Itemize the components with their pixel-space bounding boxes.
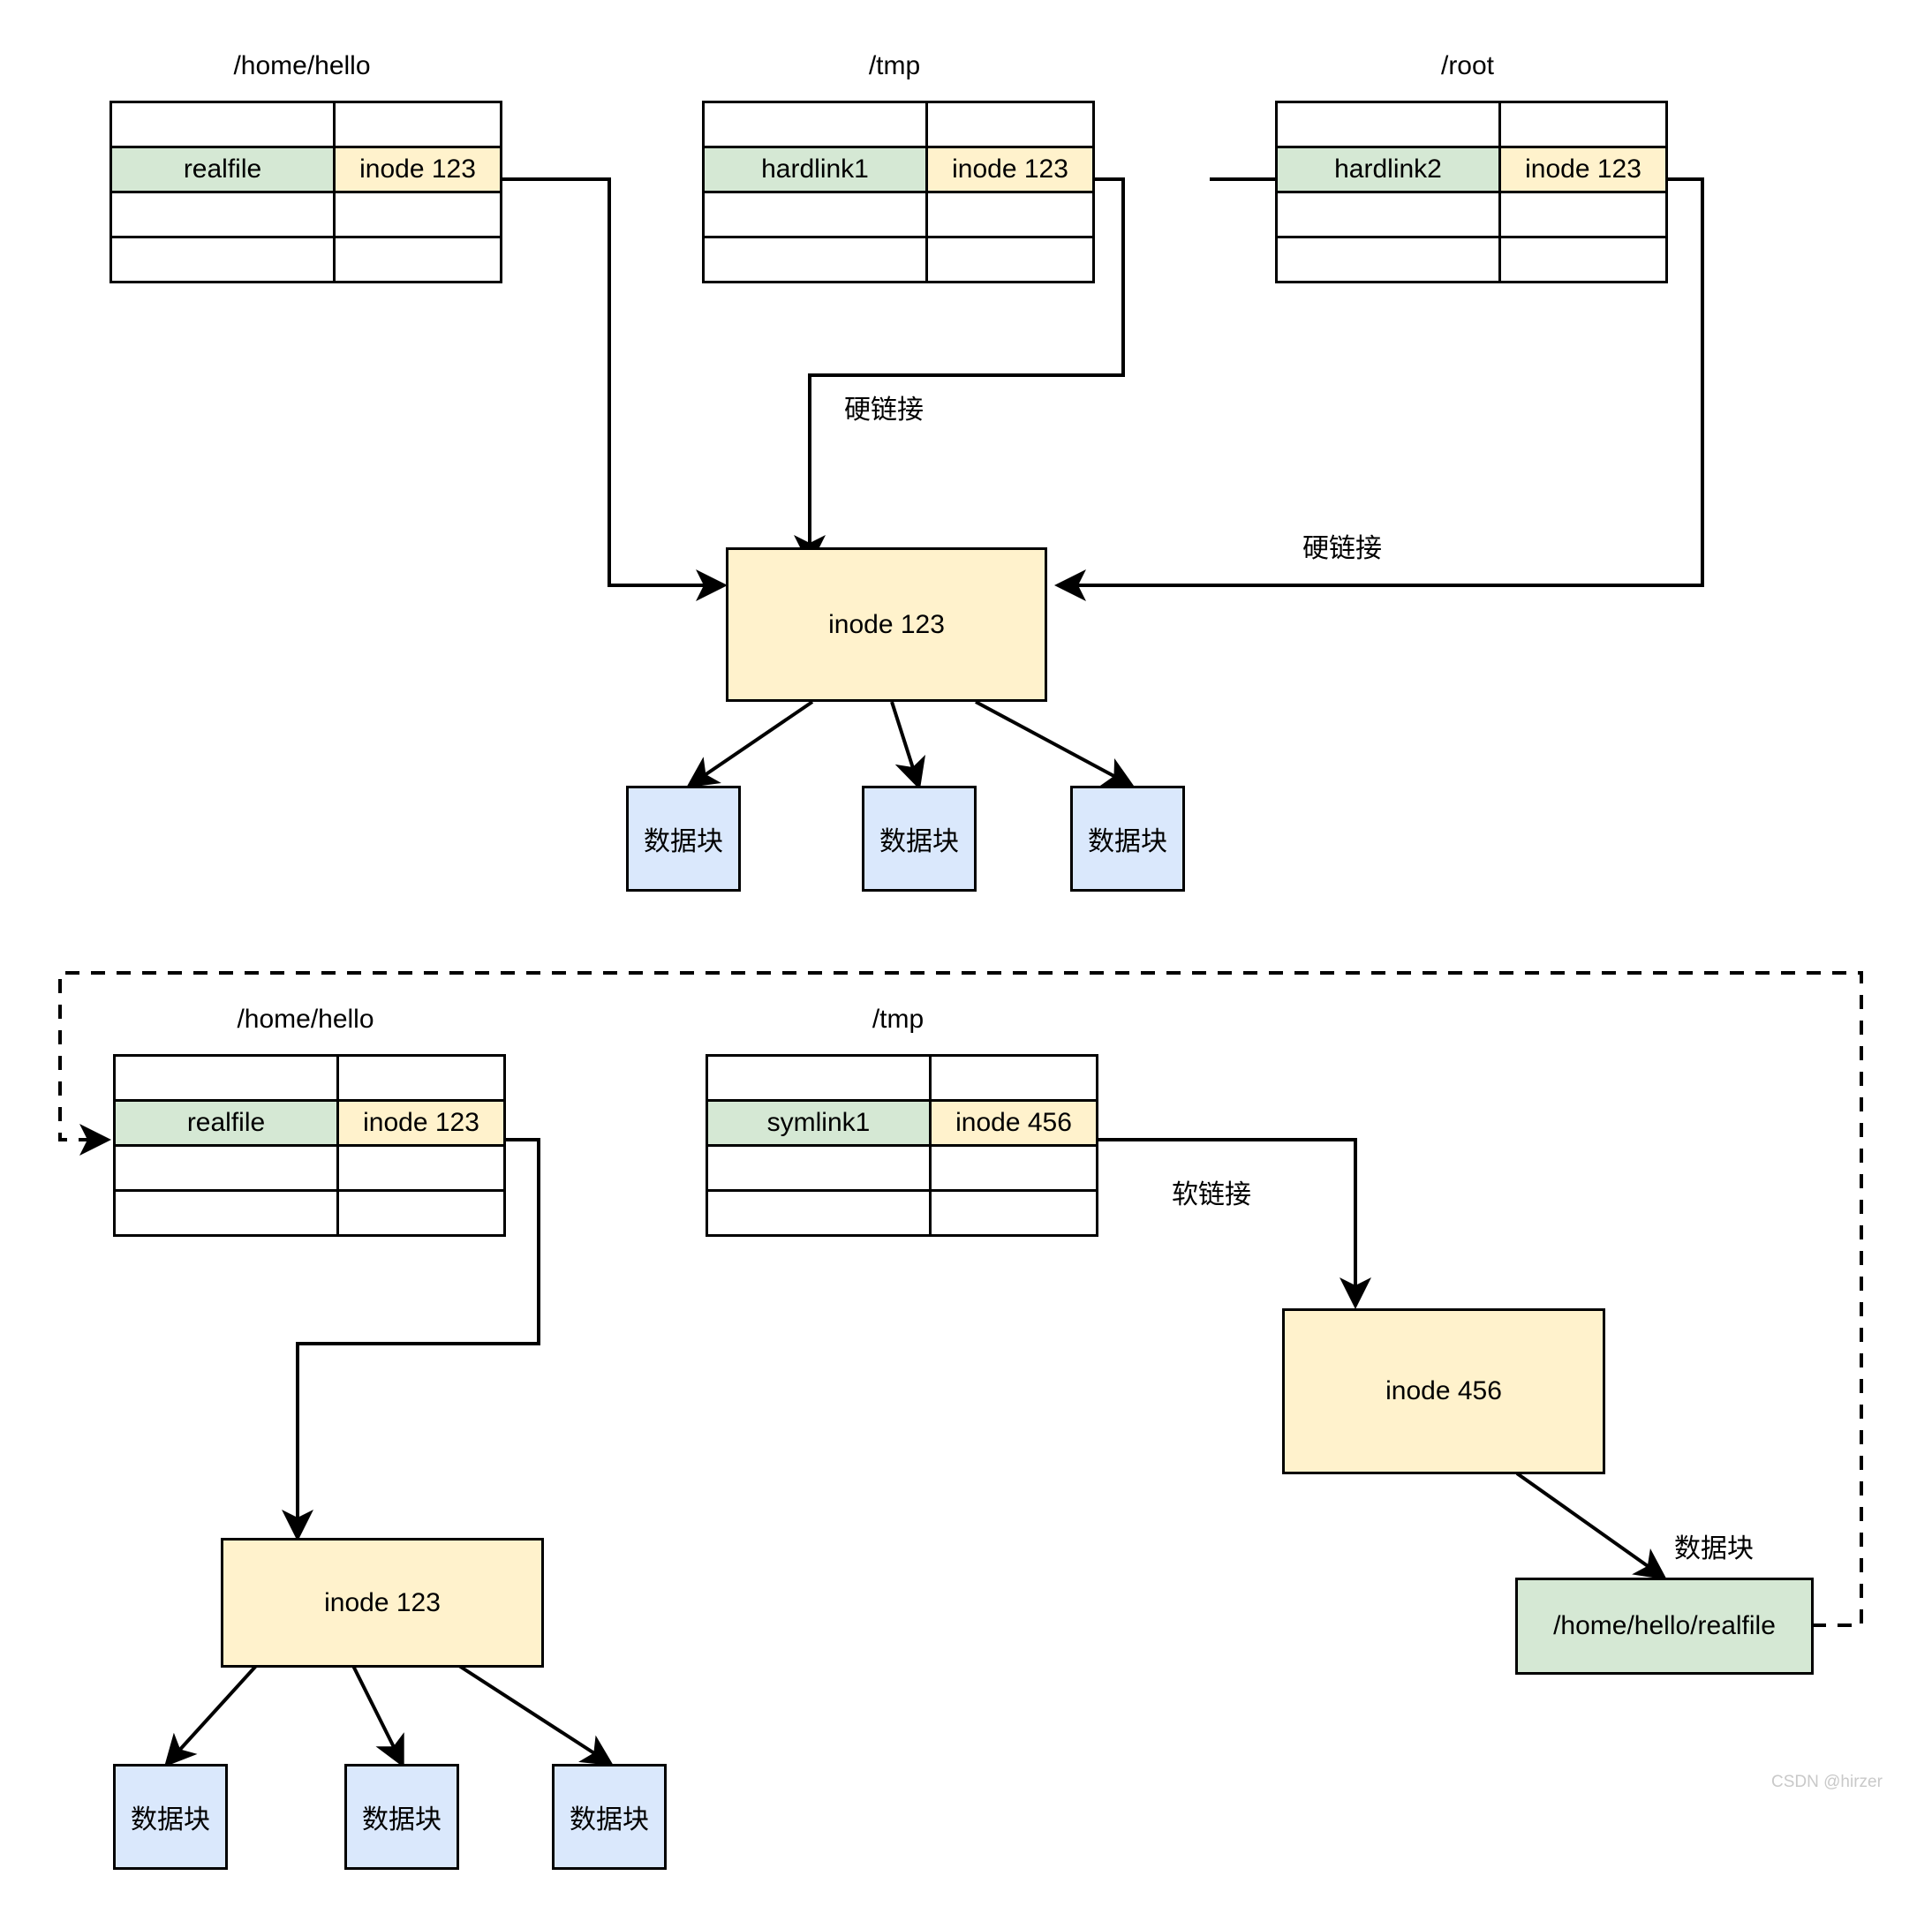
directory-table: realfile inode 123 [113,1054,506,1237]
cell-name: symlink1 [706,1099,932,1147]
table-row[interactable] [706,1144,1098,1192]
cell-inode: inode 123 [336,1099,506,1147]
cell-name [706,1189,932,1237]
edge-label-data-block: 数据块 [1674,1534,1754,1563]
cell-inode [929,1189,1098,1237]
cell-name [1275,101,1501,148]
table-row[interactable]: hardlink1 inode 123 [702,146,1095,193]
table-row[interactable] [706,1189,1098,1237]
table-row[interactable] [706,1054,1098,1102]
table-row[interactable] [109,236,502,283]
cell-inode [333,236,502,283]
inode-box-123-bottom[interactable]: inode 123 [221,1538,544,1668]
table-row[interactable] [702,191,1095,238]
cell-name [113,1144,339,1192]
watermark: CSDN @hirzer [1771,1773,1883,1791]
edge-inode-to-datablocks-top [686,700,1136,790]
cell-name: realfile [109,146,336,193]
table-row[interactable]: realfile inode 123 [109,146,502,193]
cell-name [113,1189,339,1237]
table-row[interactable] [109,191,502,238]
cell-name: hardlink2 [1275,146,1501,193]
table-row[interactable] [702,236,1095,283]
directory-table: symlink1 inode 456 [706,1054,1098,1237]
cell-inode [336,1054,506,1102]
cell-name [1275,236,1501,283]
directory-table: realfile inode 123 [109,101,502,283]
cell-inode [333,101,502,148]
data-block[interactable]: 数据块 [344,1764,459,1870]
table-row[interactable] [109,101,502,148]
directory-title: /tmp [868,51,921,80]
cell-name [109,236,336,283]
cell-name [109,101,336,148]
cell-name [702,191,928,238]
cell-name [113,1054,339,1102]
cell-inode: inode 123 [1498,146,1668,193]
cell-inode [925,236,1095,283]
cell-inode [1498,101,1668,148]
cell-name [1275,191,1501,238]
table-row[interactable] [113,1189,506,1237]
cell-inode [333,191,502,238]
cell-name: hardlink1 [702,146,928,193]
cell-name [702,236,928,283]
table-row[interactable] [113,1054,506,1102]
edge-symlink1-to-inode456 [1068,1138,1371,1309]
directory-title: /home/hello [233,51,371,80]
table-row[interactable] [702,101,1095,148]
table-row[interactable]: realfile inode 123 [113,1099,506,1147]
data-block[interactable]: 数据块 [862,786,977,892]
table-row[interactable] [1275,191,1668,238]
data-block[interactable]: 数据块 [113,1764,228,1870]
inode-box-123-top[interactable]: inode 123 [726,547,1047,702]
table-row[interactable] [1275,101,1668,148]
data-block[interactable]: 数据块 [1070,786,1185,892]
cell-name [706,1144,932,1192]
directory-title: /root [1440,51,1495,80]
table-row[interactable] [1275,236,1668,283]
directory-title: /home/hello [237,1005,374,1034]
cell-inode: inode 123 [333,146,502,193]
edge-label-hardlink-right: 硬链接 [1302,534,1382,563]
data-block[interactable]: 数据块 [552,1764,667,1870]
cell-inode [929,1144,1098,1192]
cell-inode: inode 123 [925,146,1095,193]
directory-title: /tmp [872,1005,924,1034]
edge-label-symlink: 软链接 [1172,1180,1251,1209]
table-row[interactable]: symlink1 inode 456 [706,1099,1098,1147]
cell-name [706,1054,932,1102]
cell-inode [925,191,1095,238]
table-row[interactable] [113,1144,506,1192]
inode-box-456[interactable]: inode 456 [1282,1308,1605,1474]
cell-name [702,101,928,148]
cell-inode [925,101,1095,148]
directory-table: hardlink1 inode 123 [702,101,1095,283]
cell-inode [336,1144,506,1192]
data-block[interactable]: 数据块 [626,786,741,892]
cell-name: realfile [113,1099,339,1147]
symlink-target-path-box[interactable]: /home/hello/realfile [1515,1578,1814,1675]
edge-label-hardlink-middle: 硬链接 [844,396,924,425]
edge-inode456-to-pathbox [1515,1472,1667,1580]
cell-inode [1498,191,1668,238]
cell-inode [1498,236,1668,283]
cell-inode [336,1189,506,1237]
edge-inode-to-datablocks-bottom [163,1664,615,1768]
directory-table: hardlink2 inode 123 [1275,101,1668,283]
cell-inode: inode 456 [929,1099,1098,1147]
cell-inode [929,1054,1098,1102]
cell-name [109,191,336,238]
table-row[interactable]: hardlink2 inode 123 [1275,146,1668,193]
